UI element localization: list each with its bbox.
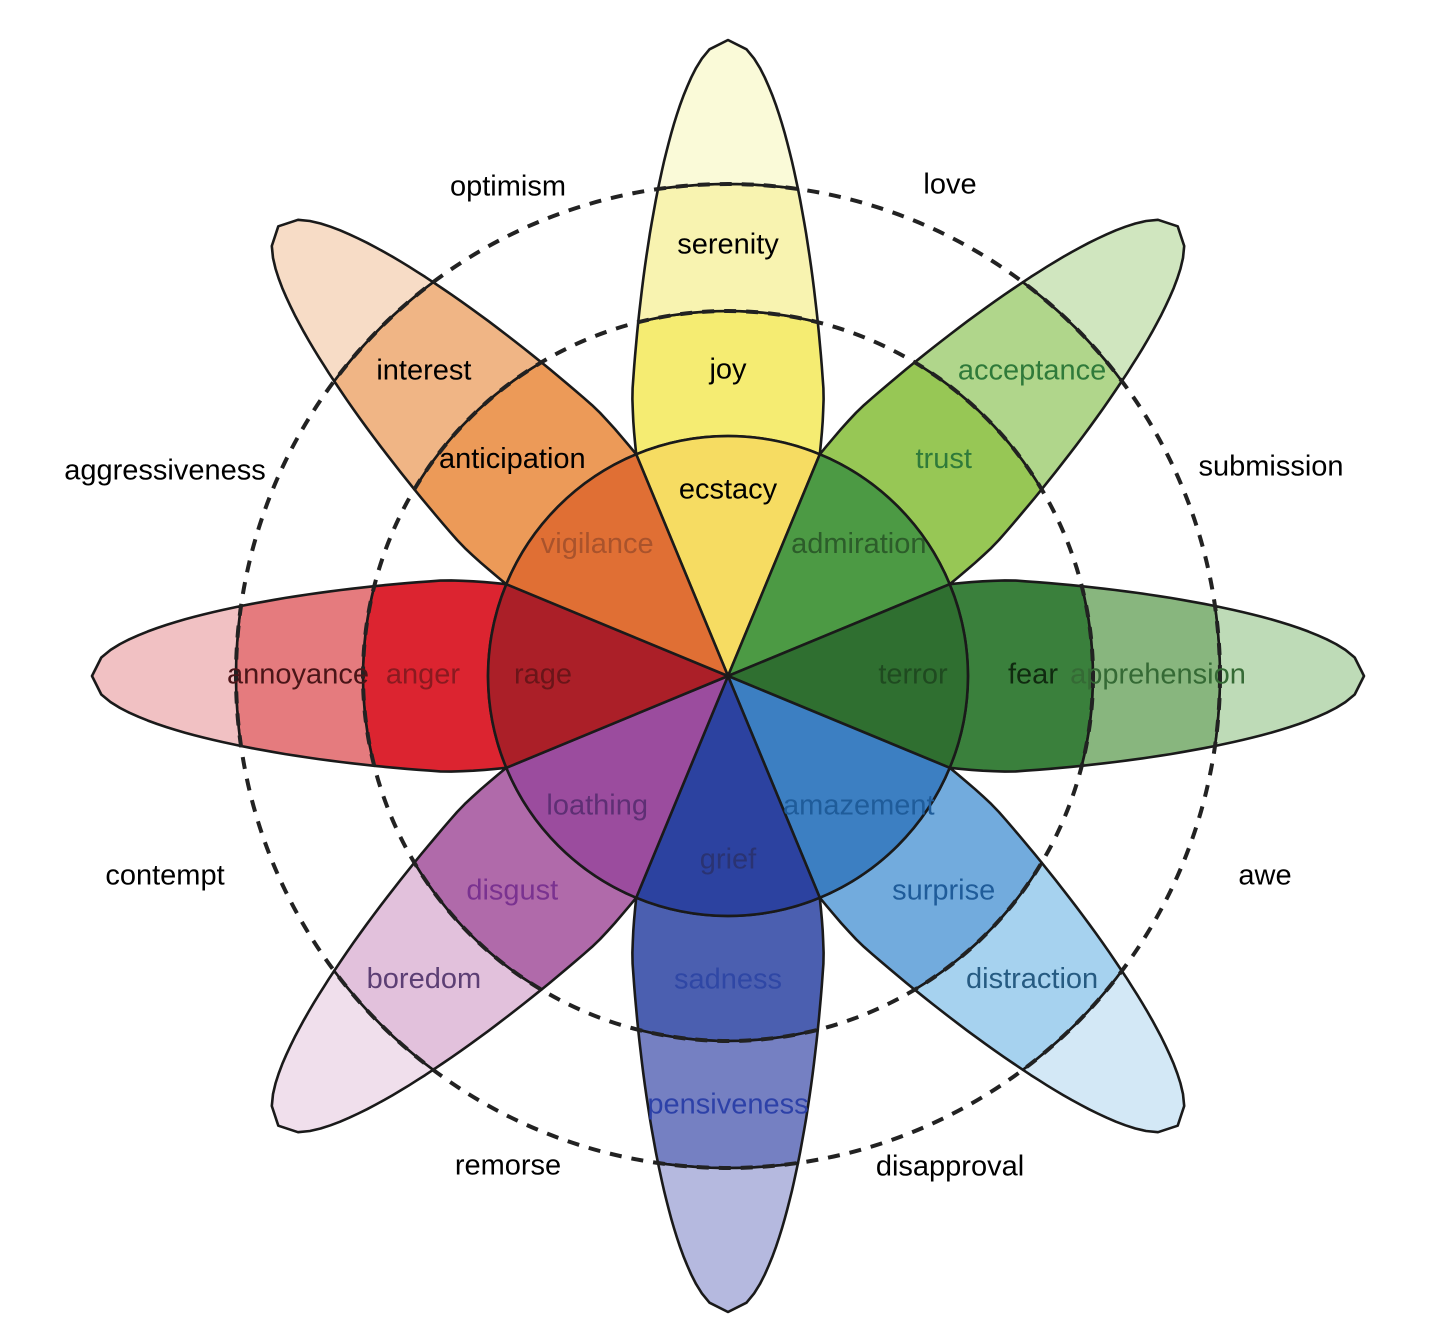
- petal-trust: [818, 218, 1186, 586]
- dyads-layer: love submission awe disapproval remorse conte…: [64, 169, 1343, 1183]
- segment-disgust-tip: [270, 969, 435, 1134]
- segment-surprise-level-1: [726, 674, 951, 899]
- petal-anticipation: [270, 218, 638, 586]
- dyad-optimism: optimism: [450, 171, 566, 203]
- labels-layer: ecstacy joy serenity admiration trust accepta…: [227, 229, 1246, 1121]
- label-loathing: loathing: [546, 789, 648, 821]
- segment-sadness-tip: [656, 1161, 800, 1314]
- label-apprehension: apprehension: [1070, 659, 1246, 691]
- inner-dashed-ring: [361, 309, 1095, 1043]
- core-layer: [486, 434, 970, 918]
- label-ecstacy: ecstacy: [679, 474, 778, 506]
- segment-surprise-tip: [1021, 969, 1186, 1134]
- label-annoyance: annoyance: [227, 659, 369, 691]
- label-admiration: admiration: [791, 528, 926, 560]
- label-acceptance: acceptance: [958, 355, 1106, 387]
- label-trust: trust: [915, 443, 971, 475]
- dyad-awe: awe: [1238, 860, 1291, 892]
- label-serenity: serenity: [677, 229, 779, 261]
- segment-trust-tip: [1021, 218, 1186, 383]
- label-disgust: disgust: [466, 874, 558, 906]
- segment-fear-level-1: [726, 582, 970, 770]
- label-boredom: boredom: [367, 963, 481, 995]
- label-amazement: amazement: [783, 789, 935, 821]
- segment-anticipation-level-1: [505, 453, 730, 678]
- segment-anger-tip: [90, 604, 243, 748]
- label-rage: rage: [514, 659, 572, 691]
- dyad-remorse: remorse: [455, 1150, 561, 1182]
- petal-anger: [90, 579, 508, 773]
- label-distraction: distraction: [966, 963, 1098, 995]
- label-joy: joy: [708, 354, 747, 386]
- segment-joy-level-1: [634, 434, 822, 678]
- petal-surprise: [818, 766, 1186, 1134]
- label-anticipation: anticipation: [439, 443, 586, 475]
- segment-trust-level-1: [726, 453, 951, 678]
- label-interest: interest: [376, 355, 471, 387]
- label-fear: fear: [1008, 659, 1058, 691]
- dyad-aggressiveness: aggressiveness: [64, 455, 266, 487]
- label-pensiveness: pensiveness: [647, 1089, 808, 1121]
- segment-anger-level-1: [486, 582, 730, 770]
- label-surprise: surprise: [892, 874, 995, 906]
- segment-joy-tip: [656, 38, 800, 191]
- petals-layer: [90, 38, 1366, 1314]
- label-grief: grief: [700, 844, 757, 876]
- segment-disgust-level-1: [505, 674, 730, 899]
- label-terror: terror: [878, 659, 948, 691]
- dyad-love: love: [923, 169, 976, 201]
- segment-anticipation-tip: [270, 218, 435, 383]
- label-anger: anger: [386, 659, 461, 691]
- petal-joy: [631, 38, 825, 456]
- label-sadness: sadness: [674, 964, 782, 996]
- label-vigilance: vigilance: [541, 528, 654, 560]
- petal-fear: [948, 579, 1366, 773]
- dyad-disapproval: disapproval: [876, 1151, 1024, 1183]
- segment-sadness-level-1: [634, 674, 822, 918]
- outer-dashed-ring: [234, 182, 1222, 1170]
- petal-sadness: [631, 896, 825, 1314]
- dyad-submission: submission: [1198, 451, 1343, 483]
- dyad-contempt: contempt: [105, 860, 224, 892]
